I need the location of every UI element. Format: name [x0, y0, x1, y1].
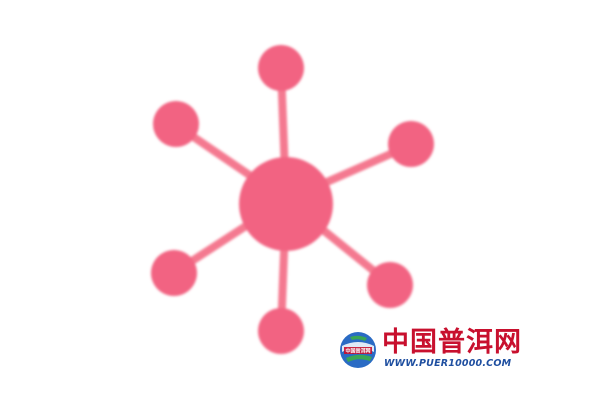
node-upper-right [388, 121, 434, 167]
globe-logo-icon: 中国普洱网 [340, 332, 376, 368]
node-top [258, 45, 304, 91]
watermark: 中国普洱网 中国普洱网 WWW.PUER10000.COM [338, 328, 548, 372]
node-lower-right [367, 262, 413, 308]
svg-text:中国普洱网: 中国普洱网 [345, 348, 370, 355]
node-lower-left [151, 250, 197, 296]
watermark-url: WWW.PUER10000.COM [384, 358, 512, 369]
node-hub [239, 157, 333, 251]
node-upper-left [153, 101, 199, 147]
node-bottom [258, 308, 304, 354]
watermark-title: 中国普洱网 [382, 327, 522, 358]
